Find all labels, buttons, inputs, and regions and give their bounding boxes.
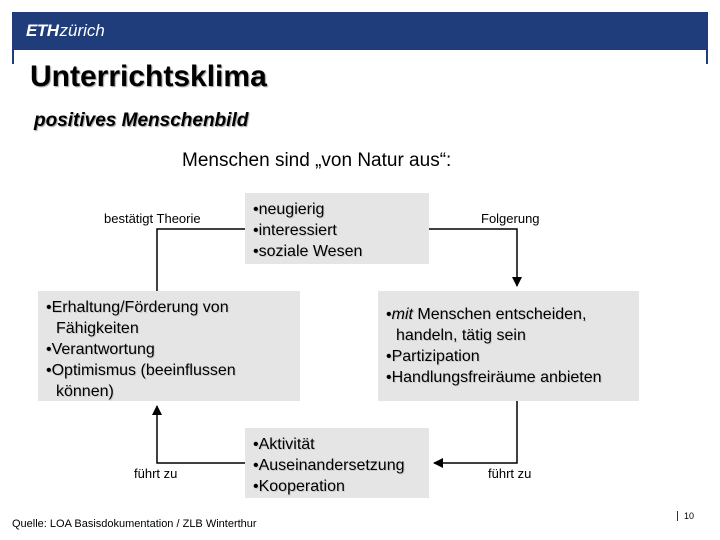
intro-text: Menschen sind „von Natur aus“: — [182, 150, 452, 171]
list-item: •mit Menschen entscheiden, — [386, 306, 587, 323]
logo-zurich-text: zürich — [59, 21, 105, 40]
page-separator — [677, 511, 678, 521]
list-item-continuation: Fähigkeiten — [56, 320, 139, 337]
list-item: •Optimismus (beeinflussen — [46, 362, 236, 379]
slide-subtitle: positives Menschenbild — [34, 110, 249, 131]
header-side-rule-right — [706, 50, 708, 64]
list-item: •soziale Wesen — [253, 243, 363, 260]
page-number: 10 — [684, 511, 695, 521]
label-confirms-theory: bestätigt Theorie — [104, 211, 201, 226]
list-item: •Kooperation — [253, 478, 345, 495]
box-human-traits: •neugierig •interessiert •soziale Wesen — [245, 193, 429, 264]
eth-logo: ETHzürich — [26, 21, 105, 41]
label-leads-to-right: führt zu — [488, 466, 532, 481]
footer-source: Quelle: LOA Basisdokumentation / ZLB Win… — [12, 518, 257, 530]
header-bar: ETHzürich — [12, 12, 708, 50]
list-item: •Verantwortung — [46, 341, 155, 358]
box-activities: •Aktivität •Auseinandersetzung •Kooperat… — [245, 428, 429, 498]
arrow-top-to-right — [429, 228, 522, 287]
line-left-to-top — [156, 228, 245, 291]
arrow-right-to-bottom — [433, 401, 518, 468]
list-item: •Handlungsfreiräume anbieten — [386, 369, 602, 386]
header-side-rule-left — [12, 50, 14, 64]
list-item: •interessiert — [253, 222, 337, 239]
box-consequences: •mit Menschen entscheiden, handeln, täti… — [378, 291, 639, 401]
list-item: •Auseinandersetzung — [253, 457, 405, 474]
box-outcomes: •Erhaltung/Förderung von Fähigkeiten •Ve… — [38, 291, 300, 401]
list-item-continuation: handeln, tätig sein — [396, 327, 526, 344]
list-item: •Partizipation — [386, 348, 480, 365]
italic-mit: mit — [391, 306, 413, 323]
arrow-bottom-to-left — [152, 405, 245, 464]
list-item: •neugierig — [253, 201, 325, 218]
slide-title: Unterrichtsklima — [30, 60, 267, 93]
label-consequence: Folgerung — [481, 211, 540, 226]
list-item: •Aktivität — [253, 436, 315, 453]
label-leads-to-left: führt zu — [134, 466, 178, 481]
logo-eth-text: ETH — [26, 21, 59, 40]
list-item: •Erhaltung/Förderung von — [46, 299, 229, 316]
list-item-continuation: können) — [56, 383, 114, 400]
